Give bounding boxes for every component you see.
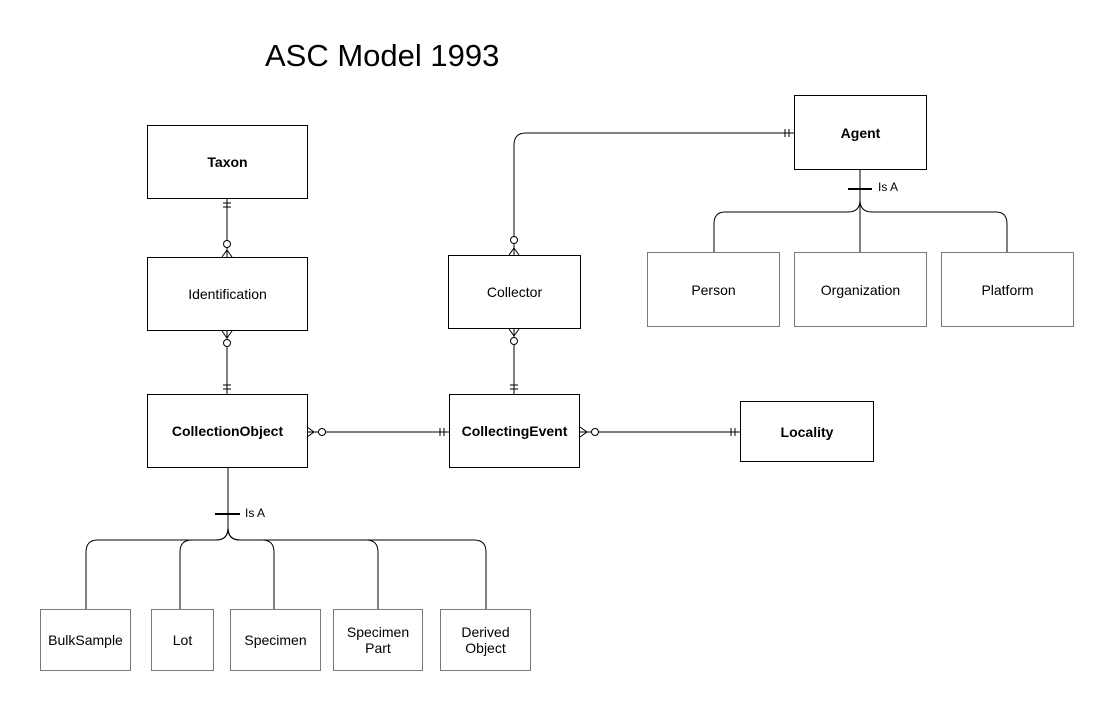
entity-platform-label: Platform — [981, 281, 1034, 298]
entity-collection-object-label: CollectionObject — [171, 423, 284, 439]
entity-collector-label: Collector — [486, 284, 543, 300]
diagram-title: ASC Model 1993 — [265, 38, 500, 73]
entity-derived-object: Derived Object — [440, 609, 531, 671]
entity-organization: Organization — [794, 252, 927, 327]
entity-specimen: Specimen — [230, 609, 321, 671]
entity-agent: Agent — [794, 95, 927, 170]
entity-collector: Collector — [448, 255, 581, 329]
entity-organization-label: Organization — [820, 281, 901, 298]
entity-collection-object: CollectionObject — [147, 394, 308, 468]
entity-specimen-part-label: Specimen Part — [346, 624, 410, 656]
entity-lot: Lot — [151, 609, 214, 671]
agent-collector-line — [513, 132, 794, 255]
entity-platform: Platform — [941, 252, 1074, 327]
entity-bulk-sample: BulkSample — [40, 609, 131, 671]
entity-taxon: Taxon — [147, 125, 308, 199]
entity-locality-label: Locality — [780, 423, 834, 440]
entity-agent-label: Agent — [840, 124, 881, 141]
entity-locality: Locality — [740, 401, 874, 462]
collection-object-isa-label: Is A — [245, 506, 266, 520]
entity-taxon-label: Taxon — [207, 154, 248, 170]
entity-person: Person — [647, 252, 780, 327]
entity-derived-object-label: Derived Object — [461, 624, 510, 656]
entity-collecting-event-label: CollectingEvent — [461, 423, 568, 439]
entity-specimen-label: Specimen — [244, 632, 307, 648]
entity-person-label: Person — [691, 281, 736, 298]
agent-isa-label: Is A — [878, 180, 899, 194]
entity-specimen-part: Specimen Part — [333, 609, 423, 671]
entity-identification-label: Identification — [188, 286, 267, 302]
entity-identification: Identification — [147, 257, 308, 331]
entity-bulk-sample-label: BulkSample — [48, 632, 123, 648]
entity-collecting-event: CollectingEvent — [449, 394, 580, 468]
entity-lot-label: Lot — [172, 632, 193, 648]
